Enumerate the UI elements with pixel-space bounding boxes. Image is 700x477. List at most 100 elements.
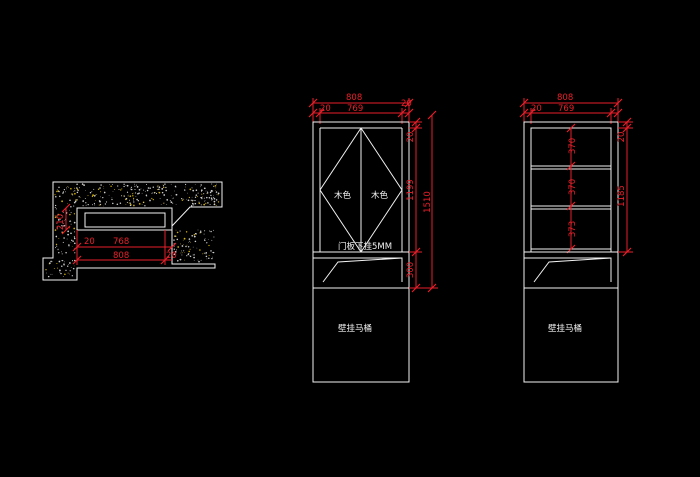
speckle-dot (55, 247, 56, 249)
elev2-dim-370-b: 370 (568, 179, 578, 195)
speckle-dot (71, 193, 73, 195)
speckle-dot (212, 256, 213, 258)
speckle-dot (188, 241, 189, 243)
plan-stone-speckle (45, 183, 220, 278)
speckle-dot (123, 185, 125, 188)
speckle-dot (59, 271, 61, 273)
speckle-dot (135, 192, 137, 194)
speckle-dot (174, 190, 175, 192)
speckle-dot (190, 199, 192, 201)
speckle-dot (166, 199, 169, 201)
speckle-dot (74, 192, 76, 195)
speckle-dot (180, 252, 182, 254)
speckle-dot (54, 194, 56, 196)
speckle-dot (103, 188, 105, 189)
speckle-dot (173, 239, 175, 241)
speckle-dot (76, 183, 78, 186)
speckle-dot (203, 252, 205, 254)
speckle-dot (200, 231, 202, 234)
speckle-dot (127, 194, 129, 196)
speckle-dot (70, 212, 72, 214)
speckle-dot (176, 231, 179, 234)
elev2-tick (622, 247, 632, 257)
elev1-tick (411, 283, 421, 293)
speckle-dot (162, 186, 165, 189)
speckle-dot (128, 202, 130, 204)
elev1-niche-slope (322, 257, 403, 283)
speckle-dot (62, 276, 64, 278)
speckle-dot (153, 192, 156, 194)
speckle-dot (65, 191, 67, 193)
speckle-dot (189, 255, 192, 258)
speckle-dot (209, 230, 211, 232)
speckle-dot (69, 213, 71, 216)
speckle-dot (56, 245, 58, 247)
speckle-dot (197, 259, 199, 261)
speckle-dot (182, 239, 184, 241)
speckle-dot (59, 269, 61, 272)
elev2-dim-373: 373 (568, 221, 578, 237)
speckle-dot (93, 202, 95, 205)
speckle-dot (56, 227, 58, 229)
speckle-dot (199, 230, 202, 232)
speckle-dot (145, 194, 148, 197)
speckle-dot (55, 215, 57, 217)
speckle-dot (67, 265, 69, 267)
speckle-dot (138, 188, 141, 191)
speckle-dot (72, 267, 75, 270)
speckle-dot (57, 213, 59, 215)
speckle-dot (59, 219, 61, 221)
elev1-tick (427, 283, 437, 293)
speckle-dot (47, 275, 50, 278)
speckle-dot (76, 188, 79, 191)
speckle-dot (119, 202, 122, 204)
speckle-dot (211, 198, 213, 201)
speckle-dot (95, 200, 97, 201)
speckle-dot (176, 238, 179, 241)
speckle-dot (192, 199, 194, 202)
plan-dim-tick (160, 255, 170, 265)
speckle-dot (71, 245, 73, 247)
speckle-dot (69, 273, 71, 275)
speckle-dot (46, 272, 48, 274)
elev1-dim-20-side: 20 (406, 132, 416, 143)
speckle-dot (130, 203, 132, 206)
speckle-dot (213, 197, 215, 199)
speckle-dot (197, 192, 199, 194)
speckle-dot (194, 233, 197, 235)
speckle-dot (143, 189, 145, 191)
speckle-dot (132, 197, 135, 200)
speckle-dot (162, 185, 165, 187)
elev2-niche-slope (533, 257, 612, 283)
elev2-dim-370-a: 370 (568, 138, 578, 154)
speckle-dot (134, 185, 136, 187)
speckle-dot (181, 245, 184, 247)
plan-dim-20-left: 20 (84, 237, 95, 247)
speckle-dot (99, 200, 101, 203)
plan-dim-tick (72, 255, 82, 265)
speckle-dot (57, 190, 59, 192)
speckle-dot (120, 189, 122, 191)
speckle-dot (103, 205, 104, 207)
speckle-dot (212, 251, 215, 254)
speckle-dot (200, 259, 202, 261)
speckle-dot (216, 183, 217, 185)
speckle-dot (111, 183, 113, 185)
speckle-dot (201, 193, 203, 195)
speckle-dot (179, 230, 181, 232)
speckle-dot (70, 206, 72, 208)
speckle-dot (68, 264, 69, 265)
speckle-dot (136, 198, 138, 201)
speckle-dot (58, 190, 60, 193)
speckle-dot (125, 198, 127, 201)
elev1-dim-769: 769 (347, 104, 363, 114)
speckle-dot (61, 200, 63, 203)
speckle-dot (54, 216, 57, 219)
speckle-dot (94, 204, 96, 206)
speckle-dot (74, 237, 76, 239)
speckle-dot (60, 251, 62, 253)
speckle-dot (61, 253, 63, 255)
speckle-dot (66, 238, 68, 240)
speckle-dot (174, 235, 176, 237)
speckle-dot (185, 186, 186, 188)
